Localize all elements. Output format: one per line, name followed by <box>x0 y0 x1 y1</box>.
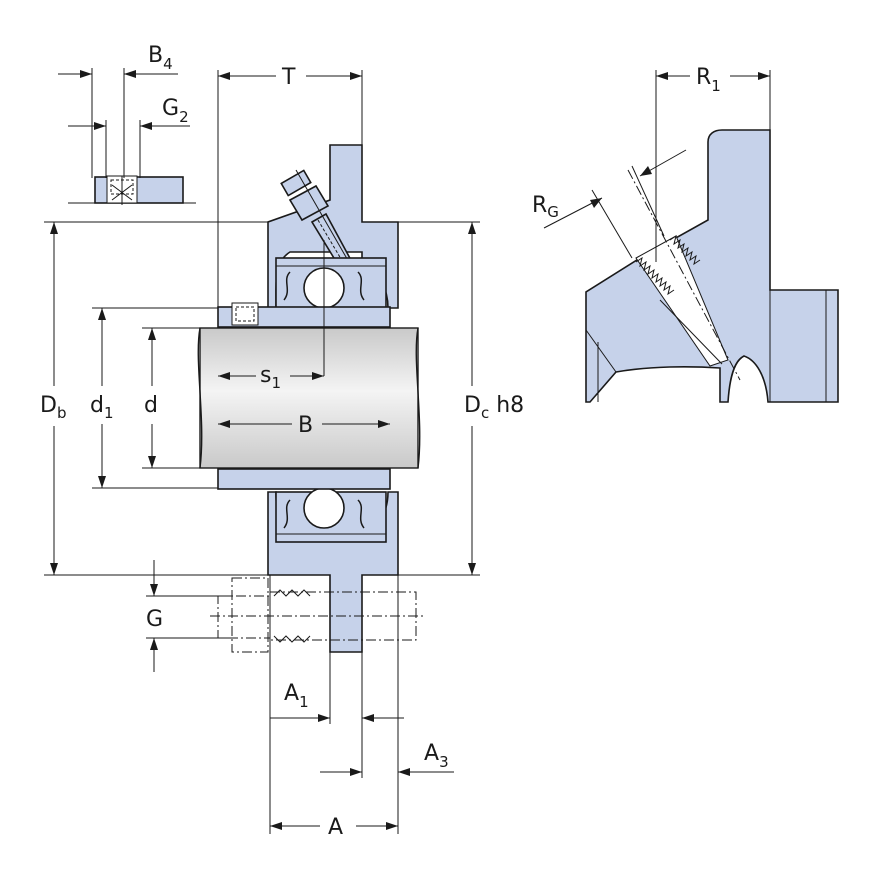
locking-collar <box>217 302 391 490</box>
label-db: Db <box>40 393 66 422</box>
label-dc-h8: Dc h8 <box>464 393 524 422</box>
label-g: G <box>146 607 163 632</box>
label-t: T <box>281 65 296 90</box>
mounting-bolt <box>210 577 424 653</box>
label-rg: RG <box>532 193 559 221</box>
label-s1: s1 <box>260 363 281 392</box>
label-b: B <box>298 413 313 438</box>
lubrication-detail <box>543 70 839 403</box>
grease-nipple <box>280 169 354 270</box>
label-b4: B4 <box>148 43 173 73</box>
label-r1: R1 <box>696 65 721 95</box>
dimension-lines <box>44 70 480 834</box>
label-g2: G2 <box>162 96 189 126</box>
label-a1: A1 <box>284 681 309 711</box>
label-a3: A3 <box>424 741 449 771</box>
set-screw-detail <box>58 68 196 205</box>
label-a: A <box>328 815 343 840</box>
label-d: d <box>144 393 158 418</box>
shaft <box>197 327 421 469</box>
label-d1: d1 <box>90 393 114 422</box>
